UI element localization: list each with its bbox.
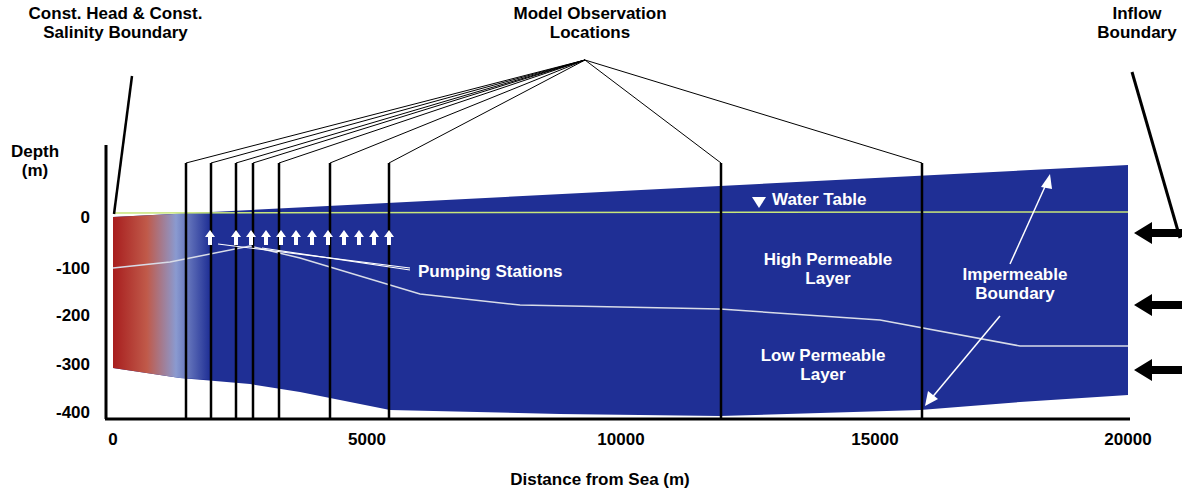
tick-label: -100 xyxy=(20,259,90,278)
observation-label: Model Observation Locations xyxy=(480,4,700,42)
pump-arrow xyxy=(246,230,256,245)
tick-label: -400 xyxy=(20,403,90,422)
observation-leader xyxy=(585,60,922,163)
tick-label: 10000 xyxy=(576,430,666,449)
boundary-label: Inflow Boundary xyxy=(1092,4,1182,42)
arrow-head xyxy=(1041,174,1052,189)
tick-label: 0 xyxy=(83,430,143,449)
boundary-leader xyxy=(930,316,1000,400)
callout-label: Pumping Stations xyxy=(418,262,578,281)
aquifer-domain xyxy=(113,165,1128,416)
observation-leader xyxy=(236,60,585,163)
inflow-leader xyxy=(1132,72,1180,238)
observation-leaders xyxy=(186,60,922,163)
pump-arrow xyxy=(323,230,333,245)
x-axis xyxy=(105,418,1130,421)
layer-boundary xyxy=(113,246,1128,346)
observation-line xyxy=(278,163,281,418)
observation-leader xyxy=(253,60,585,163)
pump-arrow xyxy=(369,230,379,245)
observation-leader xyxy=(330,60,585,163)
y-axis xyxy=(105,145,108,419)
water-table-symbol xyxy=(752,197,766,208)
observation-leader xyxy=(186,60,585,163)
observation-line xyxy=(921,163,924,418)
axis-title: Distance from Sea (m) xyxy=(430,470,770,489)
pump-arrow xyxy=(339,230,349,245)
tick-label: 15000 xyxy=(830,430,920,449)
observation-line xyxy=(329,163,332,418)
observation-leader xyxy=(279,60,585,163)
observation-lines xyxy=(186,163,922,418)
observation-line xyxy=(210,163,213,418)
observation-line xyxy=(252,163,255,418)
saltwater-wedge xyxy=(113,212,215,380)
tick-label: 0 xyxy=(20,208,90,227)
pump-leader xyxy=(262,248,410,270)
pump-arrow xyxy=(291,230,301,245)
pump-arrow xyxy=(261,230,271,245)
pump-arrow xyxy=(307,230,317,245)
boundary-leader xyxy=(1010,180,1048,264)
inflow-arrows xyxy=(1134,222,1182,381)
observation-line xyxy=(388,163,391,418)
pump-arrow xyxy=(384,230,394,245)
observation-leader xyxy=(585,60,721,163)
observation-leader xyxy=(211,60,585,163)
pump-arrow xyxy=(205,230,215,245)
pump-arrow xyxy=(276,230,286,245)
observation-line xyxy=(720,163,723,418)
pumping-arrows xyxy=(205,230,394,245)
layer-label: Low Permeable Layer xyxy=(738,346,908,384)
tick-label: -200 xyxy=(20,306,90,325)
tick-label: 5000 xyxy=(327,430,407,449)
pump-arrow xyxy=(231,230,241,245)
water-table-line xyxy=(113,212,1128,213)
pump-arrow xyxy=(354,230,364,245)
boundary-leader xyxy=(114,76,132,214)
tick-label: 20000 xyxy=(1083,430,1173,449)
axis-title: Depth (m) xyxy=(2,142,68,180)
observation-leader xyxy=(389,60,585,163)
boundary-label: Impermeable Boundary xyxy=(950,265,1080,303)
arrow-head xyxy=(925,391,938,406)
boundary-label: Const. Head & Const. Salinity Boundary xyxy=(8,4,223,42)
observation-line xyxy=(235,163,238,418)
observation-line xyxy=(185,163,188,418)
tick-label: -300 xyxy=(20,355,90,374)
layer-label: Water Table xyxy=(772,190,912,209)
layer-label: High Permeable Layer xyxy=(748,250,908,288)
